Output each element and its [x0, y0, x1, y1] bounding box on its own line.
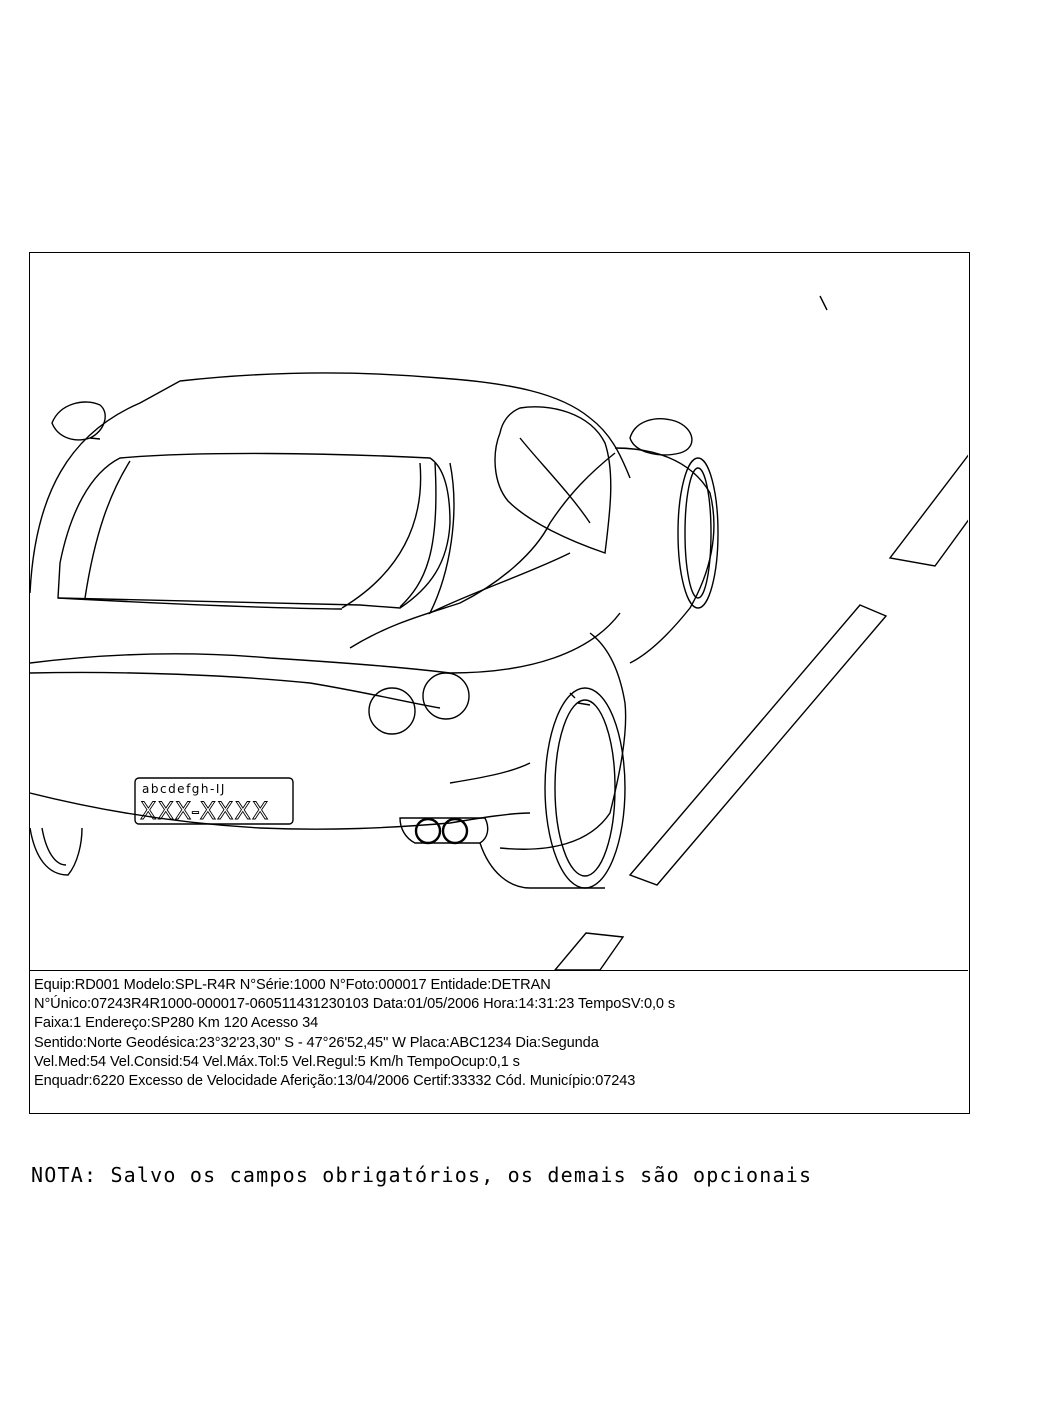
car-roof-outline — [30, 372, 631, 594]
right-front-wheel-inner — [684, 467, 712, 599]
left-rear-wheel — [30, 827, 83, 876]
car-rear-upper-body — [30, 612, 621, 674]
side-sculpt — [428, 462, 571, 615]
rear-window-pillar — [341, 462, 422, 609]
left-mirror — [51, 401, 106, 441]
lane-marking-right-middle — [628, 604, 888, 886]
wheel-detail-marks — [569, 692, 591, 706]
c-pillar-sweep — [349, 452, 616, 649]
note-text: NOTA: Salvo os campos obrigatórios, os d… — [31, 1163, 813, 1187]
rear-window-outer — [57, 452, 451, 609]
rear-bumper-sweep — [449, 762, 531, 784]
lane-marking-right-top — [888, 454, 968, 567]
info-line-framing: Enquadr:6220 Excesso de Velocidade Aferi… — [34, 1073, 636, 1090]
info-line-lane-address: Faixa:1 Endereço:SP280 Km 120 Acesso 34 — [34, 1015, 319, 1032]
license-plate-border — [134, 777, 294, 825]
tail-light-left — [368, 687, 416, 735]
debris-mark — [819, 295, 828, 311]
car-line-drawing: abcdefgh-IJ XXX-XXXX — [30, 295, 968, 970]
info-line-direction-geo: Sentido:Norte Geodésica:23°32'23,30" S -… — [34, 1034, 599, 1051]
rear-window-inner-left — [84, 460, 131, 599]
info-line-speeds: Vel.Med:54 Vel.Consid:54 Vel.Máx.Tol:5 V… — [34, 1053, 520, 1070]
camera-info-box: Equip:RD001 Modelo:SPL-R4R N°Série:1000 … — [30, 970, 968, 1112]
right-rear-wheel-inner — [554, 699, 616, 877]
exhaust-pipe-right — [441, 817, 469, 845]
license-plate-main-text: XXX-XXXX — [140, 797, 269, 825]
lane-marking-bottom — [554, 932, 625, 970]
right-front-wheel-outer — [677, 457, 719, 609]
rear-bumper-lower — [30, 792, 531, 830]
info-line-equipment: Equip:RD001 Modelo:SPL-R4R N°Série:1000 … — [34, 977, 551, 993]
right-rear-tire-base — [479, 842, 605, 889]
right-mirror — [629, 418, 693, 456]
right-rear-wheel-outer — [544, 687, 626, 889]
rear-window-sill — [57, 597, 343, 610]
side-window-line — [519, 437, 591, 524]
car-rear-body-lower — [30, 671, 441, 709]
tail-light-right — [422, 672, 470, 720]
exhaust-pipe-left — [414, 817, 442, 845]
info-line-unique-id: N°Único:07243R4R1000-000017-060511431230… — [34, 996, 676, 1013]
right-fender — [499, 632, 627, 850]
side-window — [494, 406, 612, 554]
license-plate-top-text: abcdefgh-IJ — [142, 782, 226, 796]
left-rear-wheel-inner — [41, 827, 67, 866]
rear-window-inner-right — [399, 462, 437, 608]
exhaust-housing — [399, 817, 489, 844]
license-plate: abcdefgh-IJ XXX-XXXX — [134, 777, 294, 825]
right-flank — [614, 447, 715, 664]
speed-camera-photo-frame: abcdefgh-IJ XXX-XXXX Equip:RD001 Modelo:… — [29, 252, 970, 1114]
